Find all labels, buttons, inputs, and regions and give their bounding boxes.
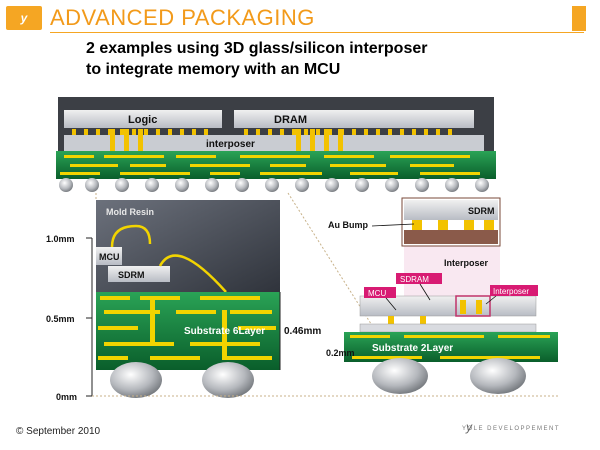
right-cross-section: SDRM Au Bump Interposer Sub (326, 197, 558, 394)
mcu-die (96, 247, 122, 265)
wire-bond-2 (158, 254, 227, 293)
sdram-die (359, 295, 537, 317)
slide-subtitle: 2 examples using 3D glass/silicon interp… (86, 38, 427, 80)
interposer-highlight (455, 295, 491, 317)
dram-label: DRAM (274, 114, 307, 126)
sdrm-label: SDRM (118, 270, 145, 280)
right-bumps (388, 300, 482, 324)
brand-logo-icon: y (6, 6, 42, 30)
thickness-label-right: 0.2mm (326, 348, 355, 358)
interposer-tag-label: Interposer (493, 287, 529, 296)
left-solder-ball-1 (110, 362, 162, 398)
inset-interposer (404, 230, 498, 244)
interposer-layer (64, 135, 484, 151)
scale-label-1mm: 1.0mm (46, 234, 75, 244)
top-package-diagram: Logic DRAM interposer (56, 97, 496, 192)
copyright-notice: © September 2010 (16, 426, 101, 437)
mcu-tag-label: MCU (368, 289, 386, 298)
dram-die (234, 110, 474, 128)
thickness-label-left: 0.46mm (284, 326, 321, 337)
subtitle-line-2: to integrate memory with an MCU (86, 61, 341, 78)
inset-sdrm-die (404, 200, 498, 220)
mcu-tag (364, 287, 396, 298)
interposer-tag (490, 285, 538, 296)
interposer-plate (359, 323, 537, 333)
sdrm-die (108, 266, 170, 282)
logic-label: Logic (128, 114, 157, 126)
logic-die (64, 110, 222, 128)
wire-bond-1 (110, 224, 152, 248)
au-bump-label: Au Bump (328, 220, 368, 230)
sdram-tag-label: SDRAM (400, 275, 429, 284)
height-scale: 1.0mm 0.5mm 0mm (46, 234, 560, 402)
interposer-label: interposer (206, 139, 255, 150)
left-cross-section: Mold Resin MCU SDRM Substrate 6Layer 0 (96, 200, 321, 398)
left-substrate-traces (98, 296, 276, 360)
inset-interposer-label: Interposer (444, 258, 489, 268)
right-solder-ball-1 (372, 358, 428, 394)
mcu-label: MCU (99, 252, 120, 262)
left-solder-ball-2 (202, 362, 254, 398)
slide-header: y ADVANCED PACKAGING (0, 4, 600, 34)
scale-label-05mm: 0.5mm (46, 314, 75, 324)
right-solder-ball-2 (470, 358, 526, 394)
substrate-2layer-label: Substrate 2Layer (372, 343, 453, 354)
header-rule (50, 32, 584, 33)
yole-logo-icon: y (466, 420, 472, 434)
subtitle-line-1: 2 examples using 3D glass/silicon interp… (86, 40, 428, 57)
top-solder-balls (59, 178, 489, 192)
header-accent-block (572, 6, 586, 31)
right-substrate-traces (350, 335, 550, 359)
zoom-connectors (95, 192, 381, 339)
mold-resin-label: Mold Resin (106, 207, 154, 217)
section-title: ADVANCED PACKAGING (50, 5, 315, 30)
zoom-beam (404, 226, 500, 316)
sdram-tag (396, 273, 442, 284)
inset-au-bumps (412, 220, 494, 230)
top-substrate-traces (60, 155, 480, 175)
yole-logo-text: YOLE DEVELOPPEMENT (461, 426, 560, 432)
substrate-6layer-label: Substrate 6Layer (184, 326, 265, 337)
scale-label-0mm: 0mm (56, 392, 77, 402)
inset-sdrm-label: SDRM (468, 206, 495, 216)
interposer-tsvs (110, 129, 343, 151)
